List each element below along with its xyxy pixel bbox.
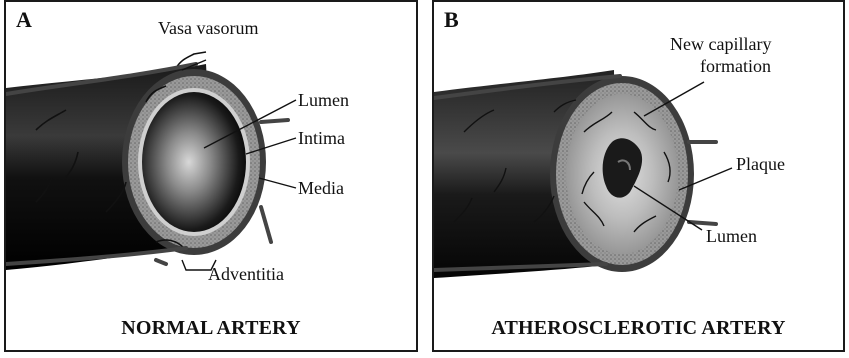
label-new-capillary-line1: New capillary [670, 34, 771, 54]
caption-atherosclerotic-artery: ATHEROSCLEROTIC ARTERY [434, 317, 843, 340]
label-plaque: Plaque [736, 154, 785, 174]
panel-letter-b: B [444, 7, 459, 33]
panel-normal-artery: A Vasa vasorum Lumen Intima Media Advent… [4, 0, 418, 352]
atherosclerotic-artery-illustration [434, 2, 845, 352]
panel-atherosclerotic-artery: B New capillary formation Plaque Lumen A… [432, 0, 845, 352]
label-new-capillary-line2: formation [700, 56, 771, 76]
label-lumen: Lumen [298, 90, 349, 110]
panel-letter-a: A [16, 7, 32, 33]
label-intima: Intima [298, 128, 345, 148]
label-adventitia: Adventitia [208, 264, 284, 284]
label-media: Media [298, 178, 344, 198]
label-vasa-vasorum: Vasa vasorum [158, 18, 258, 38]
lumen-area [142, 92, 246, 232]
caption-normal-artery: NORMAL ARTERY [6, 317, 416, 340]
label-lumen: Lumen [706, 226, 757, 246]
normal-artery-illustration [6, 2, 418, 352]
